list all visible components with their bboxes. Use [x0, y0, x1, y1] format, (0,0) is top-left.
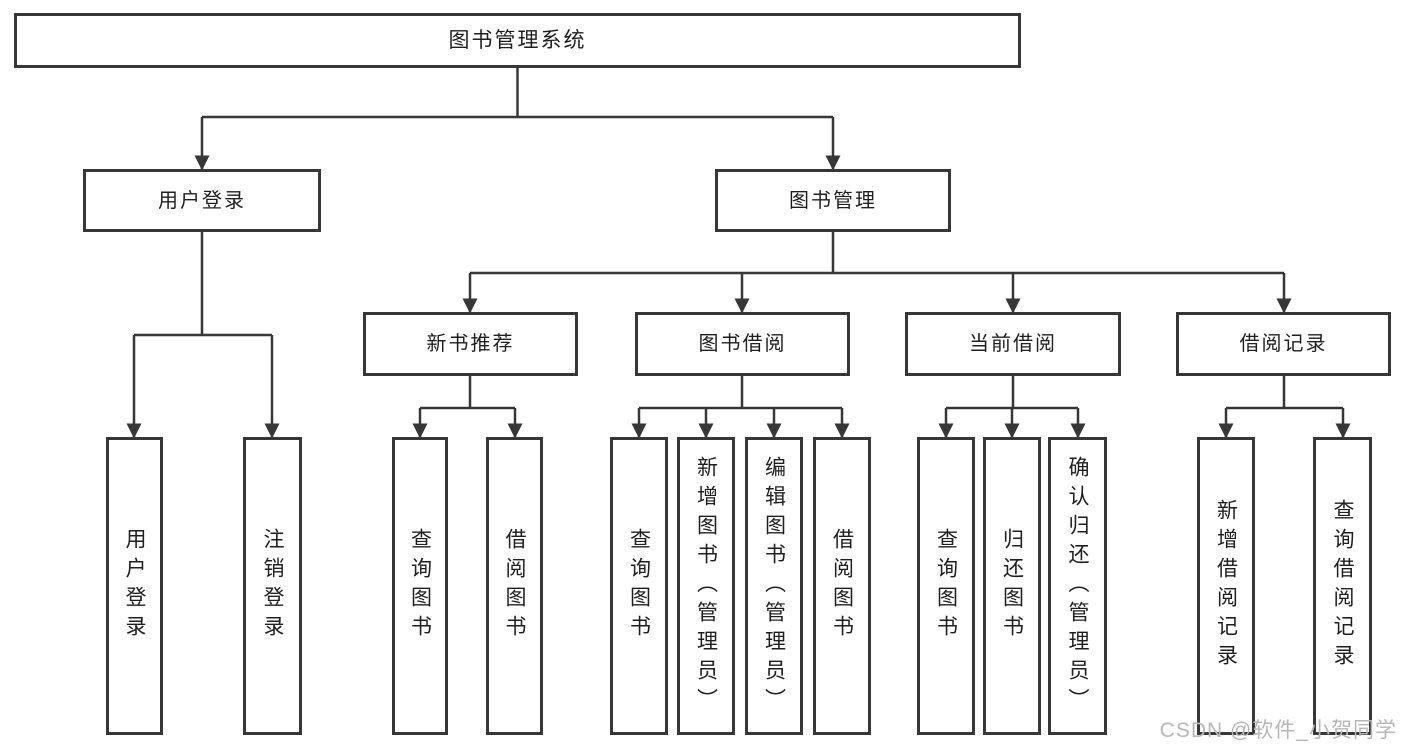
leaf-confirm-return-admin: 确认归还（管理员）	[1048, 437, 1107, 735]
leaf-label: 查询图书	[934, 528, 958, 644]
leaf-return-books: 归还图书	[983, 437, 1041, 735]
leaf-label: 归还图书	[1000, 528, 1024, 644]
leaf-logout: 注销登录	[243, 437, 302, 735]
leaf-add-books-admin: 新增图书（管理员）	[677, 437, 735, 735]
node-book-borrow: 图书借阅	[635, 312, 850, 376]
leaf-label: 确认归还（管理员）	[1066, 455, 1089, 717]
watermark-text: CSDN @软件_小贺同学	[1159, 719, 1397, 742]
leaf-label: 用户登录	[123, 528, 146, 644]
leaf-label: 查询图书	[408, 528, 432, 644]
node-new-book-recommend: 新书推荐	[363, 312, 578, 376]
leaf-label: 编辑图书（管理员）	[762, 455, 786, 717]
leaf-borrow-books: 借阅图书	[813, 437, 871, 735]
leaf-label: 借阅图书	[830, 528, 854, 644]
leaf-query-books: 查询图书	[917, 437, 975, 735]
node-borrow-records: 借阅记录	[1176, 312, 1391, 376]
leaf-label: 新增图书（管理员）	[694, 455, 718, 717]
node-system-root: 图书管理系统	[14, 13, 1021, 68]
node-book-management: 图书管理	[715, 169, 951, 232]
leaf-label: 新增借阅记录	[1214, 499, 1238, 673]
leaf-query-books: 查询图书	[610, 437, 668, 735]
leaf-query-borrow-record: 查询借阅记录	[1313, 437, 1372, 735]
node-user-login: 用户登录	[83, 169, 321, 232]
leaf-label: 注销登录	[261, 528, 284, 644]
node-current-borrow: 当前借阅	[905, 312, 1121, 376]
leaf-label: 查询图书	[627, 528, 651, 644]
leaf-label: 借阅图书	[503, 528, 526, 644]
leaf-query-books: 查询图书	[392, 437, 448, 735]
leaf-label: 查询借阅记录	[1331, 499, 1354, 673]
leaf-borrow-books: 借阅图书	[486, 437, 543, 735]
leaf-add-borrow-record: 新增借阅记录	[1197, 437, 1255, 735]
leaf-user-login: 用户登录	[106, 437, 163, 735]
leaf-edit-books-admin: 编辑图书（管理员）	[745, 437, 803, 735]
